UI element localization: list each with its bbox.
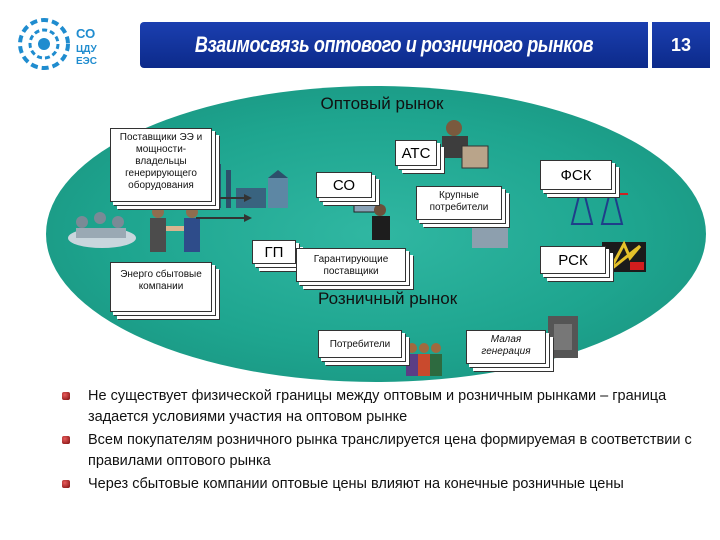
guarantee-suppliers-card: Гарантирующие поставщики [296,248,406,282]
transmission-tower-icon [568,183,628,225]
co-card: СО [316,172,372,198]
office-worker-icon [442,120,489,169]
energy-sales-card: Энерго сбытовые компании [110,262,212,312]
ats-card: АТС [395,140,437,166]
retail-market-label: Розничный рынок [318,289,458,308]
logo-text-mid: ЦДУ [76,44,98,55]
page-title: Взаимосвязь оптового и розничного рынков [194,32,594,57]
handshake-icon [150,206,200,252]
small-generation-card: Малая генерация [466,330,546,364]
workers-icon [68,212,136,248]
bullet-text: Не существует физической границы между о… [88,388,667,425]
bullet-icon [62,436,70,444]
suppliers-card: Поставщики ЭЭ и мощности- владельцы гене… [110,128,212,202]
bullet-icon [62,392,70,400]
bullet-text: Через сбытовые компании оптовые цены вли… [88,476,624,492]
fsk-card: ФСК [540,160,612,190]
people-icon [406,343,442,376]
wholesale-market-label: Оптовый рынок [320,94,444,113]
power-line-icon [602,240,646,272]
gp-card: ГП [252,240,296,264]
title-bar [140,22,648,68]
page-number: 13 [652,22,710,68]
bullet-icon [62,480,70,488]
logo-text-top: СО [76,26,95,41]
logo-text-bot: ЕЭС [76,56,97,67]
large-consumers-card: Крупные потребители [416,186,502,220]
company-logo: СО ЦДУ ЕЭС [18,18,98,70]
generator-photo [548,316,578,358]
rsk-card: РСК [540,246,606,274]
bullet-text: Всем покупателям розничного рынка трансл… [88,432,692,469]
consumers-card: Потребители [318,330,402,358]
